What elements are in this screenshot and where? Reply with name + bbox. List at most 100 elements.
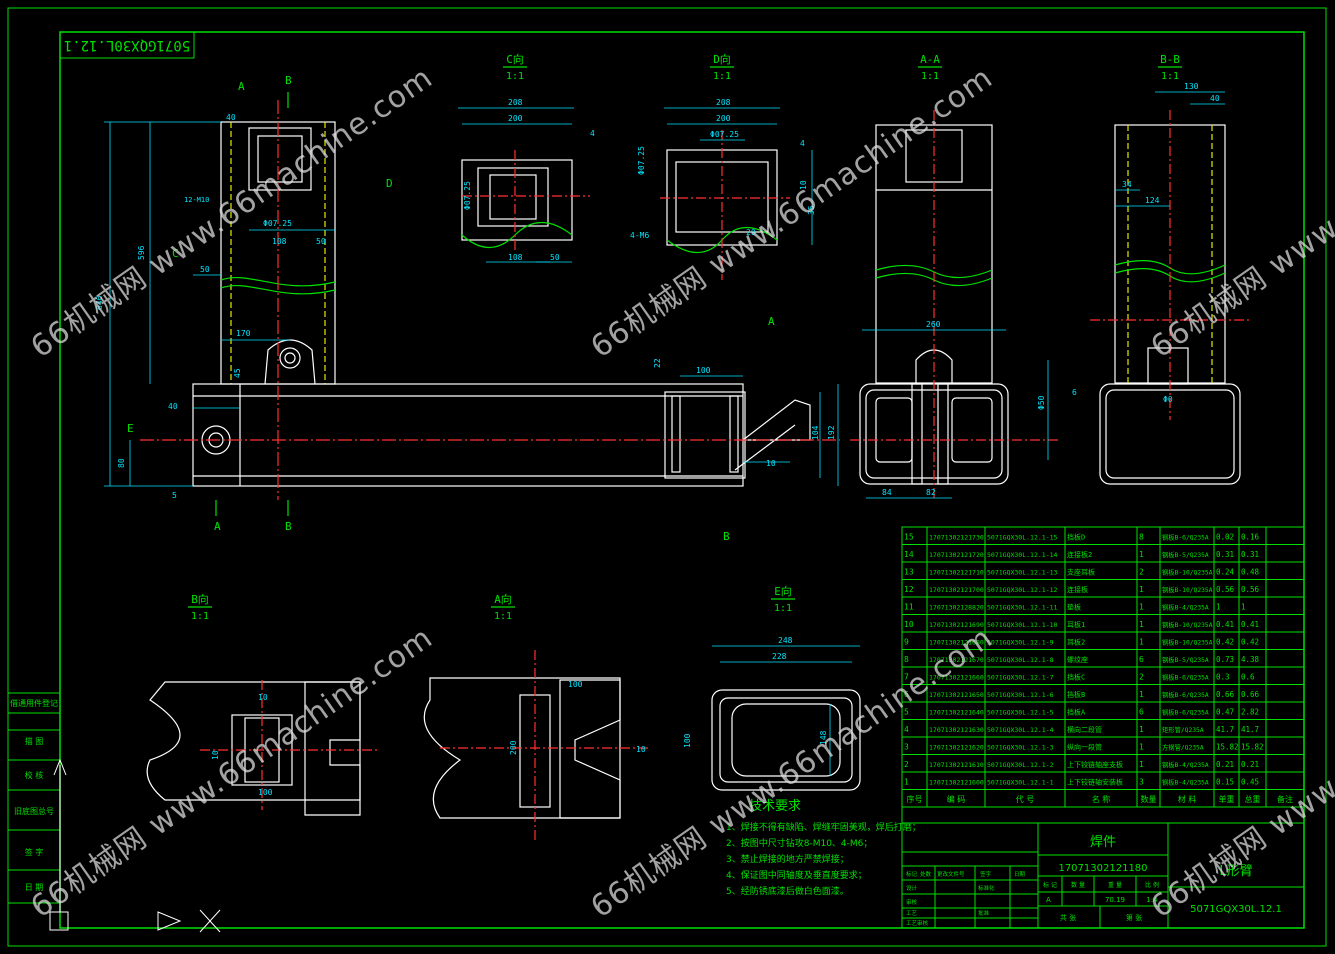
bb-view: B-B 1:1 130 40 34 124 6 Φ0 — [1072, 53, 1250, 485]
parts-cell: 5071GQX30L.12.1-4 — [987, 726, 1054, 734]
parts-cell: 1 — [1139, 760, 1144, 769]
parts-cell: 4.38 — [1241, 655, 1260, 664]
aa-dim-phi50: Φ50 — [1037, 395, 1046, 410]
parts-header-cell: 代 号 — [1016, 794, 1035, 804]
marker-a-right: A — [768, 315, 775, 328]
parts-cell: 5071GQX30L.12.1-14 — [987, 551, 1058, 559]
stamp-label: 借通用件登记 — [10, 698, 58, 708]
dim-main-108: 108 — [272, 237, 287, 246]
parts-cell: 钢板B-4/Q235A — [1162, 778, 1209, 787]
parts-cell: 17071302121730 — [929, 534, 984, 542]
parts-cell: 5071GQX30L.12.1-7 — [987, 674, 1054, 682]
title-weld: 焊件 — [1090, 834, 1116, 850]
b-dir-title: B向 — [191, 592, 209, 606]
parts-cell: 7 — [904, 673, 909, 682]
stamp-label: 日 期 — [25, 883, 44, 892]
parts-cell: 挡板B — [1067, 690, 1085, 699]
parts-cell: 钢板B-6/Q235A — [1162, 673, 1209, 682]
left-stamp-labels: 借通用件登记 描 图 校 核 旧底图总号 签 字 日 期 — [10, 698, 58, 892]
b-dir-dim-10: 10 — [258, 693, 268, 702]
sign-label: 处数 — [920, 870, 932, 878]
a-dir-view: A向 1:1 100 10 200 — [423, 592, 650, 840]
d-dim-m6: 4-M6 — [630, 231, 649, 240]
parts-cell: 挡板A — [1067, 708, 1086, 717]
parts-cell: 钢板B-10/Q235A — [1162, 585, 1213, 594]
bb-dim-124: 124 — [1145, 196, 1160, 205]
parts-cell: 13 — [904, 568, 914, 577]
parts-cell: 5 — [904, 708, 909, 717]
sign-label: 更改文件号 — [937, 870, 965, 878]
dim-main-50a: 50 — [316, 237, 326, 246]
parts-cell: 1 — [1139, 550, 1144, 559]
parts-cell: 0.41 — [1216, 620, 1234, 629]
sign-label: 工艺审核 — [906, 919, 929, 927]
parts-cell: 17071302121640 — [929, 709, 984, 717]
outer-border — [7, 7, 1327, 947]
parts-cell: 方钢管/Q235A — [1162, 743, 1204, 752]
c-dim-phi: Φ07.25 — [463, 181, 472, 210]
title-weight-header: 重 量 — [1108, 881, 1122, 889]
parts-cell: 钢板B-10/Q235A — [1162, 620, 1213, 629]
tech-req-title: 技术要求 — [749, 799, 801, 814]
parts-cell: 2.82 — [1241, 708, 1259, 717]
parts-cell: 11 — [904, 603, 914, 612]
c-dim-50: 50 — [550, 253, 560, 262]
parts-cell: 1 — [904, 778, 909, 787]
marker-b-top: B — [285, 74, 292, 87]
parts-header-cell: 总重 — [1245, 794, 1261, 804]
parts-cell: 10 — [904, 620, 914, 629]
parts-cell: 1 — [1241, 603, 1246, 612]
e-dim-248: 248 — [778, 636, 793, 645]
parts-cell: 5071GQX30L.12.1-6 — [987, 691, 1054, 699]
parts-cell: 0.31 — [1216, 550, 1234, 559]
parts-cell: 矩形管/Q235A — [1162, 725, 1204, 734]
parts-cell: 0.56 — [1241, 585, 1260, 594]
d-dim-200: 200 — [716, 114, 731, 123]
bb-dim-phi: Φ0 — [1163, 395, 1173, 404]
dim-main-10: 10 — [766, 459, 776, 468]
parts-cell: 6 — [1139, 655, 1144, 664]
parts-cell: 0.24 — [1216, 568, 1235, 577]
stamp-label: 签 字 — [25, 847, 44, 857]
d-view-scale: 1:1 — [713, 71, 731, 82]
parts-cell: 5071GQX30L.12.1-15 — [987, 534, 1058, 542]
parts-cell: 钢板B-6/Q235A — [1162, 708, 1209, 717]
title-sheets: 共 张 — [1060, 913, 1076, 922]
parts-cell: 1 — [1139, 743, 1144, 752]
a-dir-dim-200: 200 — [509, 740, 518, 755]
parts-cell: 1 — [1139, 585, 1144, 594]
dim-main-5: 5 — [172, 491, 177, 500]
sign-label: 标记 — [906, 870, 918, 878]
d-dim-20: 20 — [746, 228, 756, 237]
parts-cell: 5071GQX30L.12.1-5 — [987, 709, 1054, 717]
dim-main-40: 40 — [168, 402, 178, 411]
aa-dim-260: 260 — [926, 320, 941, 329]
c-dim-200: 200 — [508, 114, 523, 123]
aa-view-scale: 1:1 — [921, 71, 939, 82]
parts-cell: 17071302121700 — [929, 586, 984, 594]
dim-main-596: 596 — [137, 245, 146, 260]
title-qty-header: 数 量 — [1071, 881, 1085, 889]
sign-label: 签字 — [980, 870, 992, 878]
tech-requirements: 技术要求 1、焊接不得有缺陷、焊缝牢固美观，焊后打磨； 2、按图中尺寸钻攻8-M… — [726, 799, 921, 897]
parts-cell: 上下铰链轴安装板 — [1067, 778, 1123, 787]
sign-label: 审核 — [906, 898, 918, 906]
dim-main-22: 22 — [653, 358, 662, 368]
parts-cell: 5071GQX30L.12.1-10 — [987, 621, 1058, 629]
sign-label: 设计 — [906, 884, 918, 892]
parts-cell: 1 — [1139, 725, 1144, 734]
parts-cell: 钢板B-4/Q235A — [1162, 603, 1209, 612]
parts-cell: 41.7 — [1241, 725, 1259, 734]
parts-cell: 0.48 — [1241, 568, 1260, 577]
a-dir-title: A向 — [494, 592, 512, 606]
dim-main-170: 170 — [236, 329, 251, 338]
parts-cell: 0.15 — [1216, 778, 1234, 787]
parts-cell: 钢板B-10/Q235A — [1162, 568, 1213, 577]
dim-main-50b: 50 — [200, 265, 210, 274]
parts-header-cell: 数量 — [1141, 794, 1157, 804]
sign-label: 标准化 — [978, 884, 995, 892]
parts-cell: 连接板 — [1067, 585, 1088, 594]
parts-cell: 1 — [1139, 620, 1144, 629]
dim-main-phi: Φ07.25 — [263, 219, 292, 228]
aa-view: A-A 1:1 260 84 82 Φ50 — [850, 53, 1060, 500]
